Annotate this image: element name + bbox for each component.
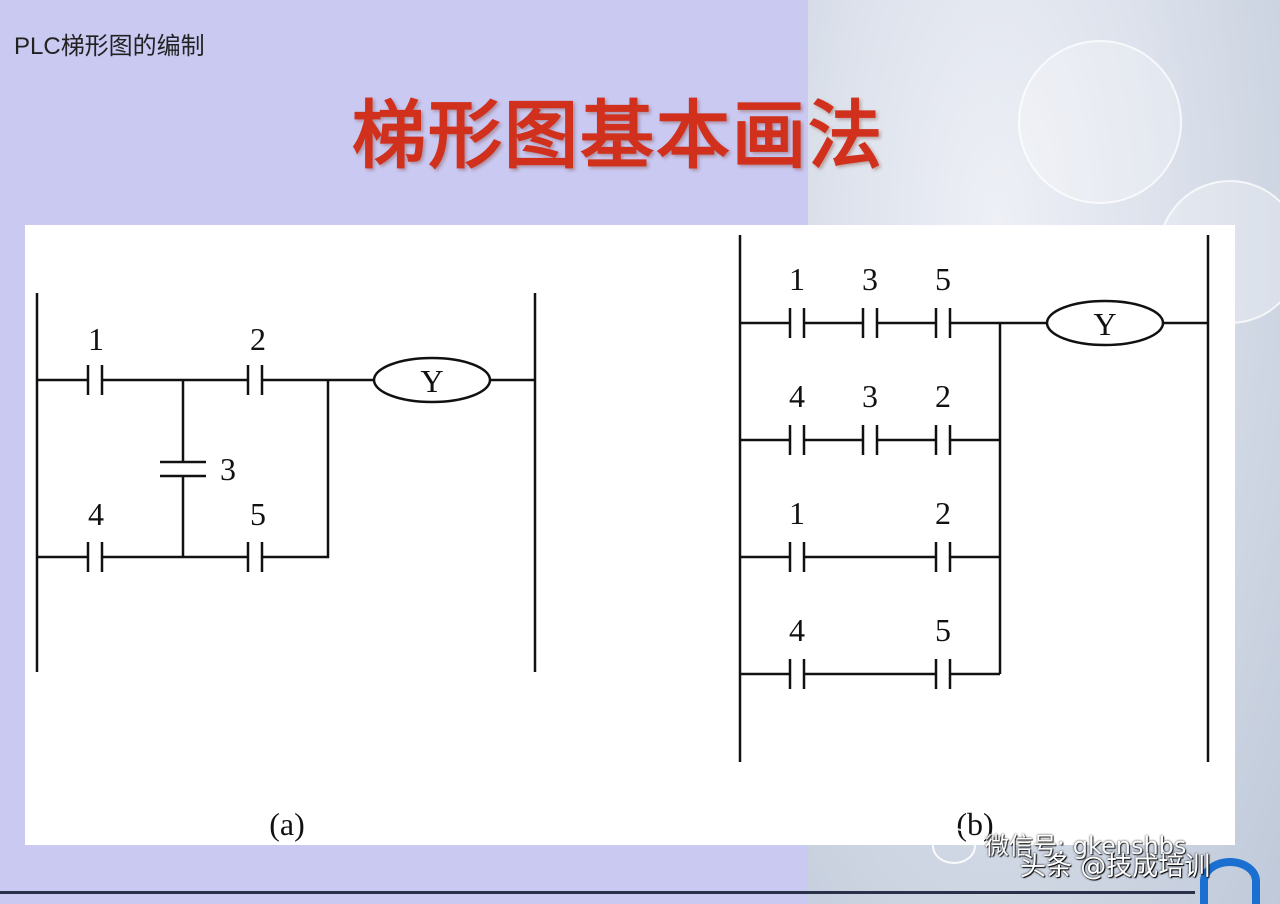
watermark-toutiao: 头条 @技成培训	[1020, 852, 1211, 882]
rung-2: 4 3 2	[740, 378, 1000, 455]
contact-5	[934, 659, 952, 689]
contact-2	[934, 542, 952, 572]
diagram-panel	[25, 225, 1235, 845]
contact-label: 2	[935, 495, 951, 531]
coil-label: Y	[420, 363, 443, 399]
watermark-wechat: 微信号: gkenshbs	[985, 832, 1187, 860]
contact-label: 2	[250, 321, 266, 357]
contact-label: 4	[88, 496, 104, 532]
ladder-diagram-a	[35, 293, 537, 672]
contact-label: 5	[935, 612, 951, 648]
slide-subtitle: PLC梯形图的编制	[14, 33, 205, 60]
wechat-icon	[932, 828, 976, 864]
contact-label: 1	[88, 321, 104, 357]
contact-3	[861, 308, 879, 338]
slide-title: 梯形图基本画法	[352, 93, 884, 179]
coil-y	[1045, 299, 1165, 347]
coil-label: Y	[1093, 306, 1116, 342]
contact-label: 4	[789, 612, 805, 648]
contact-1	[86, 365, 104, 395]
contact-3	[861, 425, 879, 455]
contact-label: 5	[250, 496, 266, 532]
rung-1: 1 3 5	[740, 261, 1000, 338]
contact-4	[788, 425, 806, 455]
contact-label: 1	[789, 495, 805, 531]
contact-4	[86, 542, 104, 572]
footer-divider	[0, 891, 1195, 894]
contact-label: 5	[935, 261, 951, 297]
contact-label: 1	[789, 261, 805, 297]
caption-a: (a)	[269, 806, 305, 842]
contact-label: 2	[935, 378, 951, 414]
contact-label: 3	[862, 378, 878, 414]
contact-label: 3	[862, 261, 878, 297]
contact-1	[788, 308, 806, 338]
contact-2	[934, 425, 952, 455]
ladder-diagram-b	[738, 235, 1210, 762]
contact-1	[788, 542, 806, 572]
coil-y	[372, 356, 492, 404]
logo-icon	[1200, 858, 1260, 904]
contact-5	[246, 542, 264, 572]
contact-3	[160, 460, 206, 478]
contact-label: 3	[220, 451, 236, 487]
contact-5	[934, 308, 952, 338]
contact-4	[788, 659, 806, 689]
contact-label: 4	[789, 378, 805, 414]
contact-2	[246, 365, 264, 395]
